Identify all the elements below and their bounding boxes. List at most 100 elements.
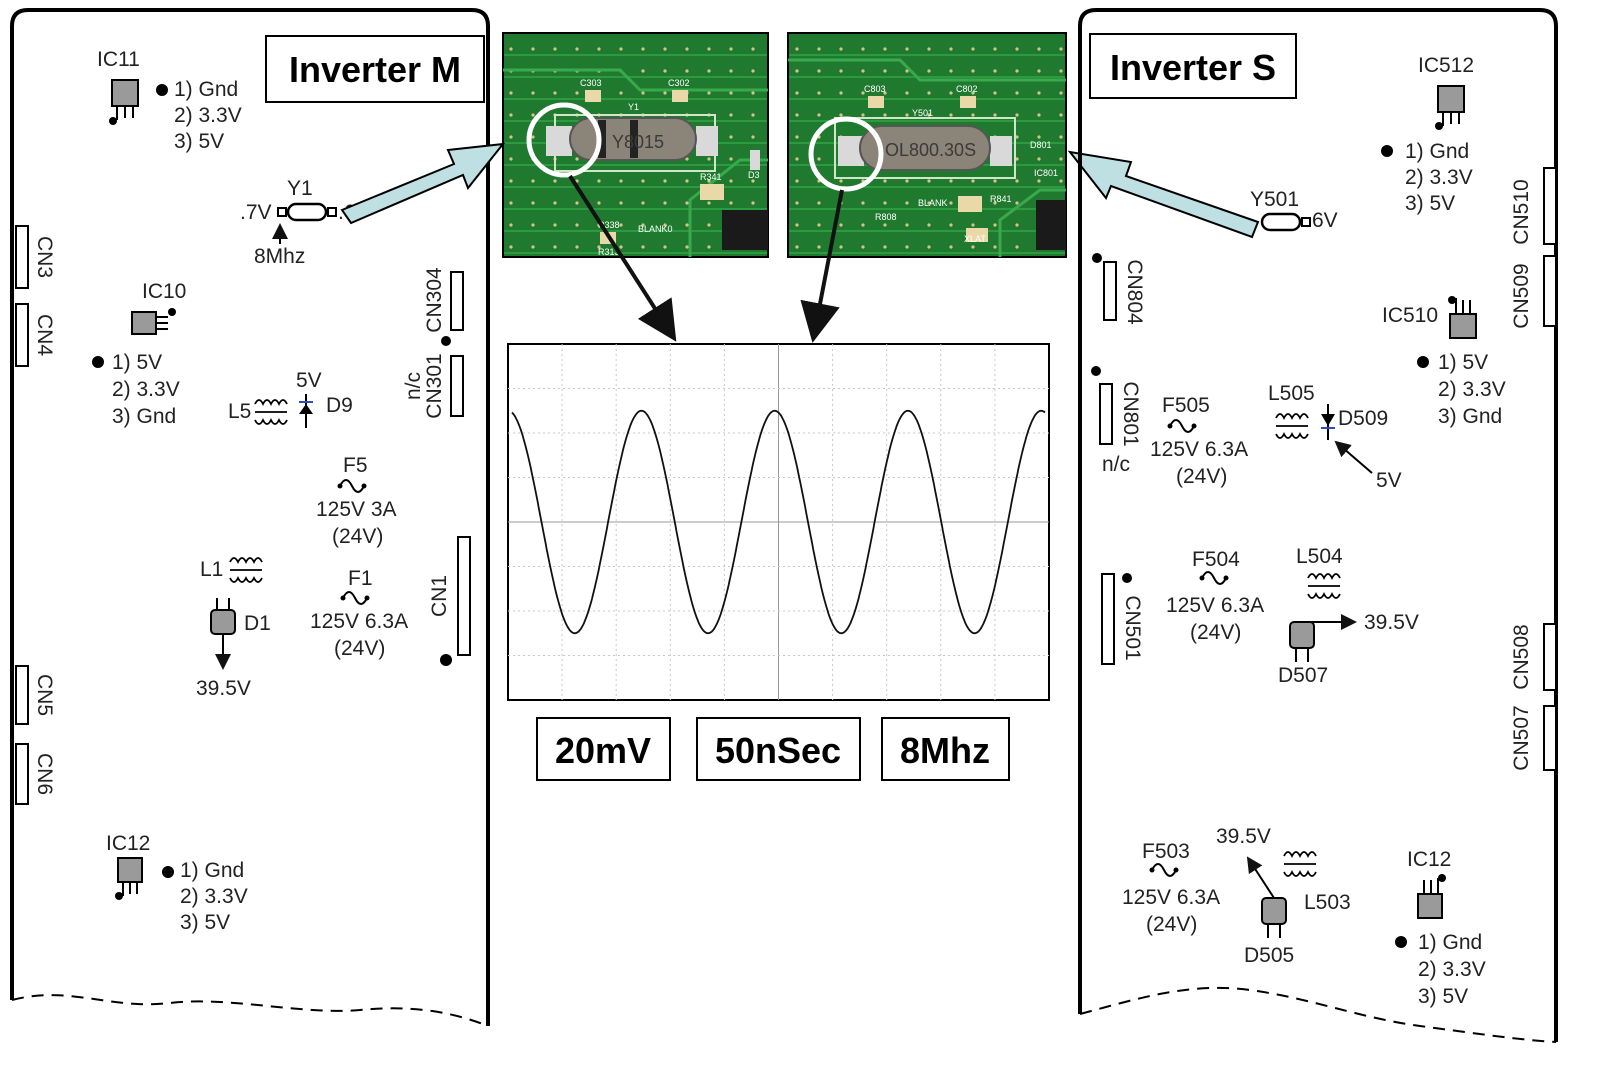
fuse-f505-icon <box>1169 419 1195 433</box>
f503-rating: 125V 6.3A <box>1122 886 1220 909</box>
d507-label: D507 <box>1278 664 1328 687</box>
ic10-pin3: 3) Gnd <box>112 405 176 428</box>
cn508-connector <box>1543 623 1557 691</box>
d509-label: D509 <box>1338 407 1388 430</box>
d509-voltage: 5V <box>1376 469 1402 492</box>
d9-label: D9 <box>326 394 353 417</box>
y1-frequency: 8Mhz <box>254 245 305 268</box>
fuse-f1-end-left <box>340 595 346 601</box>
ic510-label: IC510 <box>1382 304 1438 327</box>
volts-per-div-box <box>536 717 671 781</box>
photo-left-y1: Y1 <box>628 102 639 112</box>
f503-label: F503 <box>1142 840 1190 863</box>
cn509-connector <box>1543 255 1557 327</box>
f504-label: F504 <box>1192 548 1240 571</box>
callout-arrow-left <box>340 142 506 225</box>
photo-right-r808: R808 <box>875 212 897 222</box>
ic12-left-pin3: 3) 5V <box>180 911 230 934</box>
cn301-pin1-dot <box>441 336 451 346</box>
ic12-left-pin1-dot <box>162 866 174 878</box>
cn501-label: CN501 <box>1121 595 1144 660</box>
cn301-connector <box>450 355 464 417</box>
photo-left-r313: R313 <box>598 247 620 257</box>
title-inverter-s: Inverter S <box>1110 47 1276 88</box>
d505-label: D505 <box>1244 944 1294 967</box>
f5-label: F5 <box>343 454 368 477</box>
cn507-label: CN507 <box>1510 705 1533 770</box>
fuse-f504-icon <box>1201 571 1227 585</box>
ic512-pin2: 2) 3.3V <box>1405 166 1473 189</box>
fuse-f503-end-right <box>1173 867 1179 873</box>
f1-note: (24V) <box>334 637 385 660</box>
y501-voltage: 6V <box>1312 209 1338 232</box>
callout-arrow-right <box>1067 150 1260 239</box>
ic510-pin1: 1) 5V <box>1438 351 1488 374</box>
ic10-pin1-dot <box>92 356 104 368</box>
ic12-right-pin3: 3) 5V <box>1418 985 1468 1008</box>
cn4-label: CN4 <box>33 314 56 356</box>
title-inverter-m: Inverter M <box>289 49 461 90</box>
y501-label: Y501 <box>1250 188 1299 211</box>
cn5-connector <box>15 665 29 725</box>
inductor-l1-icon <box>229 557 263 583</box>
ic12-right-pin2: 2) 3.3V <box>1418 958 1486 981</box>
cn501-connector <box>1101 573 1115 665</box>
time-per-div: 50nSec <box>715 730 841 771</box>
d507-voltage: 39.5V <box>1364 611 1419 634</box>
ic11-pin3: 3) 5V <box>174 130 224 153</box>
oscilloscope-trace <box>511 409 1046 635</box>
ic11-label: IC11 <box>97 48 140 71</box>
f1-label: F1 <box>348 567 373 590</box>
photo-left-r338: R338 <box>598 220 620 230</box>
ic510-pin1-dot <box>1417 356 1429 368</box>
f1-rating: 125V 6.3A <box>310 610 408 633</box>
fuse-f505-end-right <box>1191 423 1197 429</box>
highlight-circle-right <box>808 116 884 192</box>
f504-note: (24V) <box>1190 621 1241 644</box>
ic512-label: IC512 <box>1418 54 1474 77</box>
f505-note: (24V) <box>1176 465 1227 488</box>
photo-inverter-m-crystal: Y8015 <box>502 32 769 258</box>
d509-voltage-arrow <box>1334 440 1373 474</box>
ic512-pin3: 3) 5V <box>1405 192 1455 215</box>
diode-d9-icon <box>299 394 313 428</box>
cn801-label: CN801 <box>1119 381 1142 446</box>
board-inverter-s <box>1078 8 1558 1043</box>
ic510-icon <box>1448 296 1477 339</box>
oscilloscope-grid <box>508 344 1049 700</box>
ic12-right-pin1-dot <box>1395 936 1407 948</box>
cn804-label: CN804 <box>1123 259 1146 325</box>
board-inverter-m <box>10 8 490 1027</box>
fuse-f504-end-right <box>1223 575 1229 581</box>
ic510-pin3: 3) Gnd <box>1438 405 1502 428</box>
photo-left-blank0: BLANK0 <box>638 224 673 234</box>
photo-left-d3: D3 <box>748 170 760 180</box>
cn801-connector <box>1099 383 1113 445</box>
cn1-connector <box>457 536 471 656</box>
cn510-label: CN510 <box>1510 179 1533 244</box>
f5-rating: 125V 3A <box>316 498 397 521</box>
f5-note: (24V) <box>332 525 383 548</box>
photo-inverter-s-crystal: OL800.30S <box>787 32 1067 258</box>
ic12-right-icon <box>1417 874 1446 919</box>
cn501-pin1-dot <box>1122 573 1132 583</box>
ic12-left-icon <box>115 857 143 900</box>
cn301-nc: n/c <box>402 372 425 400</box>
l1-label: L1 <box>200 558 223 581</box>
photo-right-ic801: IC801 <box>1034 168 1058 178</box>
ic12-left-pin1: 1) Gnd <box>180 859 244 882</box>
title-box-inverter-m <box>265 35 485 103</box>
ic11-pin2: 2) 3.3V <box>174 104 242 127</box>
photo-right-d801: D801 <box>1030 140 1052 150</box>
l505-label: L505 <box>1268 382 1315 405</box>
inductor-l5-icon <box>254 399 288 425</box>
ic12-right-label: IC12 <box>1407 848 1451 871</box>
fuse-f503-end-left <box>1149 867 1155 873</box>
l503-label: L503 <box>1304 891 1351 914</box>
d505-voltage: 39.5V <box>1216 825 1271 848</box>
ic512-pin1-dot <box>1381 145 1393 157</box>
ic10-pin1: 1) 5V <box>112 351 162 374</box>
ic510-pin2: 2) 3.3V <box>1438 378 1506 401</box>
d1-voltage: 39.5V <box>196 677 251 700</box>
cn509-label: CN509 <box>1510 263 1533 328</box>
